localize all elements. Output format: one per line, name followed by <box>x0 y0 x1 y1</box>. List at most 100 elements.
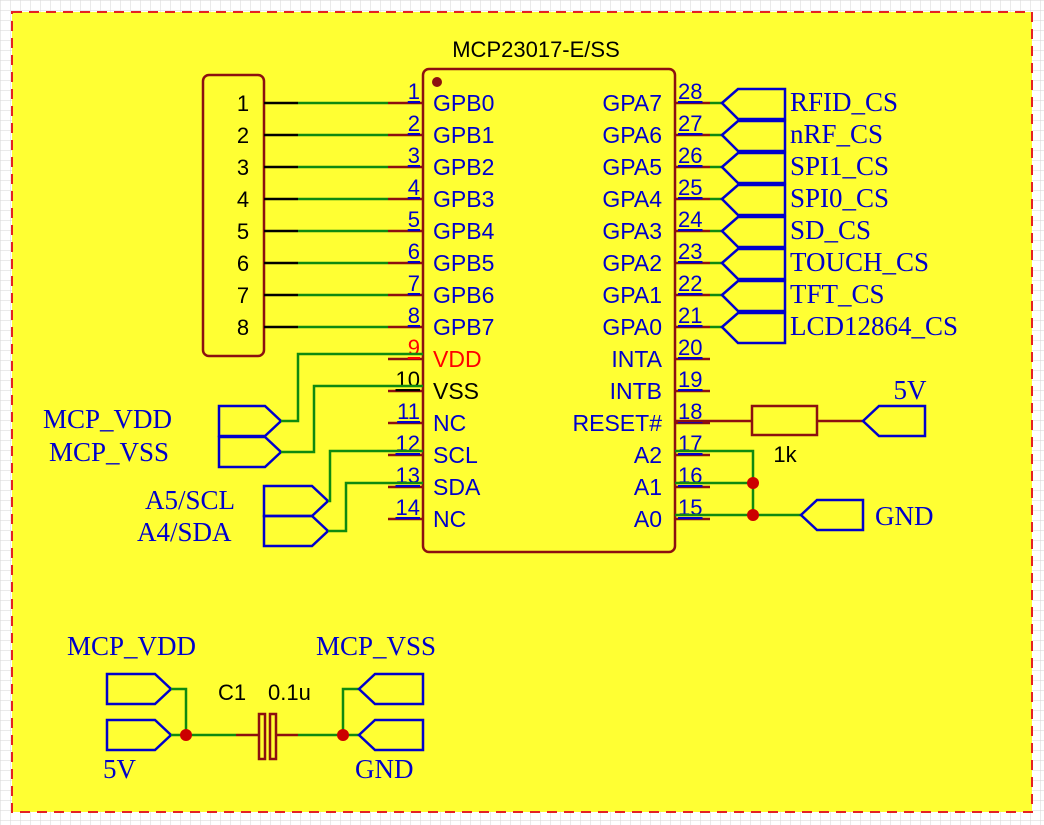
wire-cap-vss <box>341 687 359 735</box>
pin-number: 9 <box>408 335 420 360</box>
cs-net-flag[interactable] <box>720 311 787 345</box>
pin-name: VDD <box>433 346 482 372</box>
cs-net-flag[interactable] <box>720 87 787 121</box>
sheet-border <box>11 11 1033 813</box>
pin-number: 6 <box>408 239 420 264</box>
pin-number: 26 <box>678 143 702 168</box>
pin-name: A0 <box>634 506 662 532</box>
header-pin-number: 3 <box>237 155 249 180</box>
cs-net-flag[interactable] <box>720 183 787 217</box>
pin-number: 11 <box>397 399 420 424</box>
header-pin-number: 7 <box>237 283 249 308</box>
header-pins: 1 2 3 4 5 6 7 8 <box>237 91 388 340</box>
pin-number: 28 <box>678 79 702 104</box>
mcp-vdd-flag[interactable] <box>217 404 283 438</box>
pin-number: 19 <box>678 367 702 392</box>
cs-net-flag[interactable] <box>720 279 787 313</box>
pin-name: GPA5 <box>602 154 662 180</box>
pin-name: GPB6 <box>433 282 494 308</box>
pin-number: 7 <box>408 271 420 296</box>
pin-number: 23 <box>678 239 702 264</box>
pin-name: GPA0 <box>602 314 662 340</box>
header-pin-number: 4 <box>237 187 249 212</box>
pin-number: 20 <box>678 335 702 360</box>
pin-number: 27 <box>678 111 702 136</box>
pin-number: 8 <box>408 303 420 328</box>
header-pin-number: 1 <box>237 91 249 116</box>
pin-number: 25 <box>678 175 702 200</box>
pin-name: GPB4 <box>433 218 495 244</box>
header-connector[interactable] <box>201 73 266 358</box>
header-pin-number: 6 <box>237 251 249 276</box>
pin-name: GPB5 <box>433 250 494 276</box>
cs-net-label: SPI0_CS <box>790 183 889 213</box>
pin1-marker-icon <box>432 77 442 87</box>
cs-net-flag[interactable] <box>720 151 787 185</box>
cs-net-label: SPI1_CS <box>790 151 889 181</box>
mcp-vss-flag[interactable] <box>217 435 283 469</box>
pin-number: 2 <box>408 111 420 136</box>
chip-right-pins: 28GPA727GPA626GPA525GPA424GPA323GPA222GP… <box>573 79 710 532</box>
pin-name: INTA <box>611 346 662 372</box>
pin-name: A2 <box>634 442 662 468</box>
cap-plate-left[interactable] <box>257 712 267 761</box>
pin-name: NC <box>433 506 466 532</box>
wire-a2 <box>675 449 755 515</box>
scl-flag[interactable] <box>262 484 330 518</box>
cap-vdd-flag[interactable] <box>105 672 173 706</box>
junction-dot-icon <box>337 729 349 741</box>
cap-ref: C1 <box>218 680 246 705</box>
pin-number: 22 <box>678 271 702 296</box>
addr-gnd-label: GND <box>875 501 934 531</box>
pin-name: A1 <box>634 474 662 500</box>
cs-net-label: TFT_CS <box>790 279 885 309</box>
cap-vss-flag[interactable] <box>357 672 425 706</box>
reset-5v-flag[interactable] <box>861 404 927 438</box>
cs-net-label: TOUCH_CS <box>790 247 929 277</box>
pin-number: 4 <box>408 175 420 200</box>
junction-dot-icon <box>180 729 192 741</box>
header-pin-number: 2 <box>237 123 249 148</box>
wire-vdd <box>281 352 423 423</box>
wire-cap-vdd <box>171 687 188 735</box>
mcp-vdd-label: MCP_VDD <box>43 404 172 434</box>
pin-number: 24 <box>678 207 702 232</box>
header-pin-number: 5 <box>237 219 249 244</box>
pin-name: GPA6 <box>602 122 662 148</box>
cs-net-flag[interactable] <box>720 119 787 153</box>
wire-scl <box>328 449 423 503</box>
header-pin-number: 8 <box>237 315 249 340</box>
pin-number: 3 <box>408 143 420 168</box>
pin-number: 1 <box>408 79 420 104</box>
cap-value: 0.1u <box>268 680 311 705</box>
cs-net-label: LCD12864_CS <box>790 311 958 341</box>
wire-vss <box>281 384 423 454</box>
sda-label: A4/SDA <box>137 517 232 547</box>
addr-gnd-flag[interactable] <box>799 498 865 532</box>
pin-name: INTB <box>610 378 662 404</box>
cap-gnd-flag[interactable] <box>357 718 425 752</box>
pin-name: SDA <box>433 474 481 500</box>
cap-plate-right[interactable] <box>268 712 278 761</box>
cs-net-flag[interactable] <box>720 215 787 249</box>
resistor-value: 1k <box>773 442 797 467</box>
cs-net-label: SD_CS <box>790 215 871 245</box>
pin-name: NC <box>433 410 466 436</box>
chip-body[interactable] <box>421 67 677 554</box>
pin-name: GPA3 <box>602 218 662 244</box>
chip-name: MCP23017-E/SS <box>452 37 620 62</box>
pin-name: VSS <box>433 378 479 404</box>
pin-number: 5 <box>408 207 420 232</box>
pin-name: RESET# <box>573 410 663 436</box>
cs-net-labels: RFID_CSnRF_CSSPI1_CSSPI0_CSSD_CSTOUCH_CS… <box>710 87 958 345</box>
pin-name: GPA1 <box>602 282 662 308</box>
scl-label: A5/SCL <box>145 485 235 515</box>
cs-net-flag[interactable] <box>720 247 787 281</box>
cap-5v-flag[interactable] <box>105 718 173 752</box>
cs-net-label: RFID_CS <box>790 87 898 117</box>
sda-flag[interactable] <box>262 514 330 548</box>
cap-vss-label: MCP_VSS <box>316 631 436 661</box>
cap-5v-label: 5V <box>103 754 137 784</box>
